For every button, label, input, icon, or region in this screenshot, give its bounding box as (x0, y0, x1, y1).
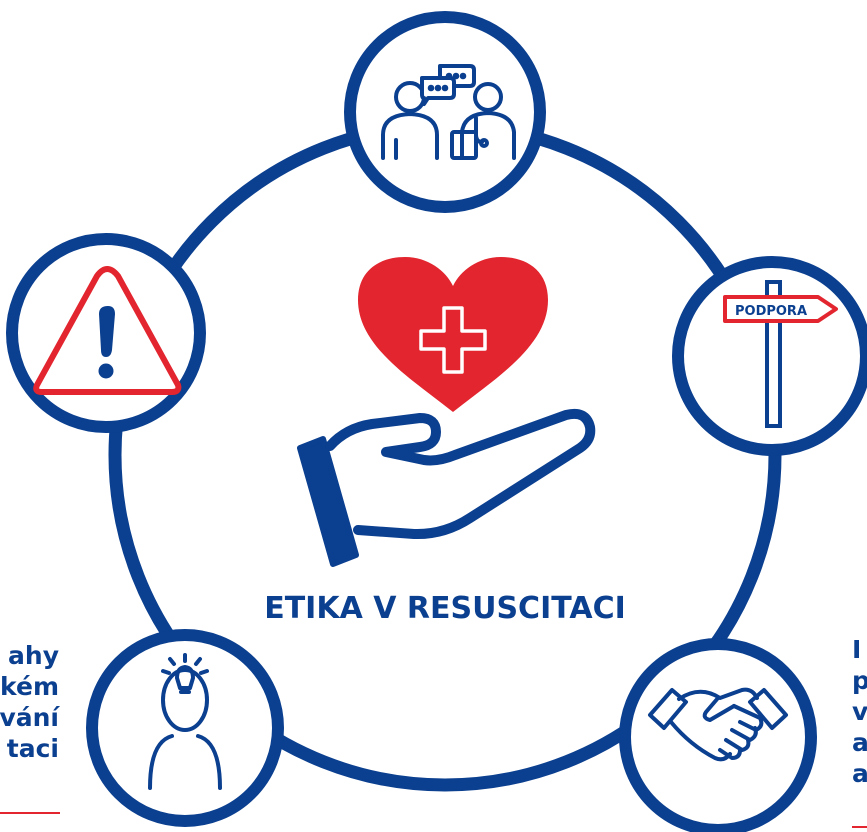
signpost-icon: PODPORA (723, 280, 838, 428)
lightbulb-head-icon (148, 653, 222, 790)
sign-label: PODPORA (735, 304, 807, 319)
node-ideas (86, 629, 284, 827)
node-agreement (619, 638, 817, 832)
right-caption-line: a (852, 728, 867, 757)
left-caption-line: kém (0, 672, 59, 701)
warning-icon (33, 266, 182, 395)
heart-cross-icon (358, 257, 548, 412)
left-caption-underline (0, 812, 60, 814)
right-caption-line: v (852, 697, 867, 726)
open-hand-icon (297, 408, 596, 567)
left-caption-line: ahy (8, 641, 59, 670)
communication-icon (381, 64, 516, 160)
center-title: ETIKA V RESUSCITACI (264, 591, 626, 626)
right-caption-line: p (852, 666, 867, 695)
node-support: PODPORA (672, 256, 867, 456)
node-warning (6, 233, 206, 433)
right-caption-line: a (852, 759, 867, 788)
right-caption: I p v a a (852, 634, 867, 789)
right-caption-underline (852, 826, 867, 828)
left-caption-line: taci (6, 734, 59, 763)
left-caption-line: vání (0, 703, 59, 732)
right-caption-line: I (852, 635, 862, 664)
left-caption: ahy kém vání taci (0, 640, 59, 764)
handshake-icon (648, 687, 788, 762)
node-communication (344, 11, 546, 213)
